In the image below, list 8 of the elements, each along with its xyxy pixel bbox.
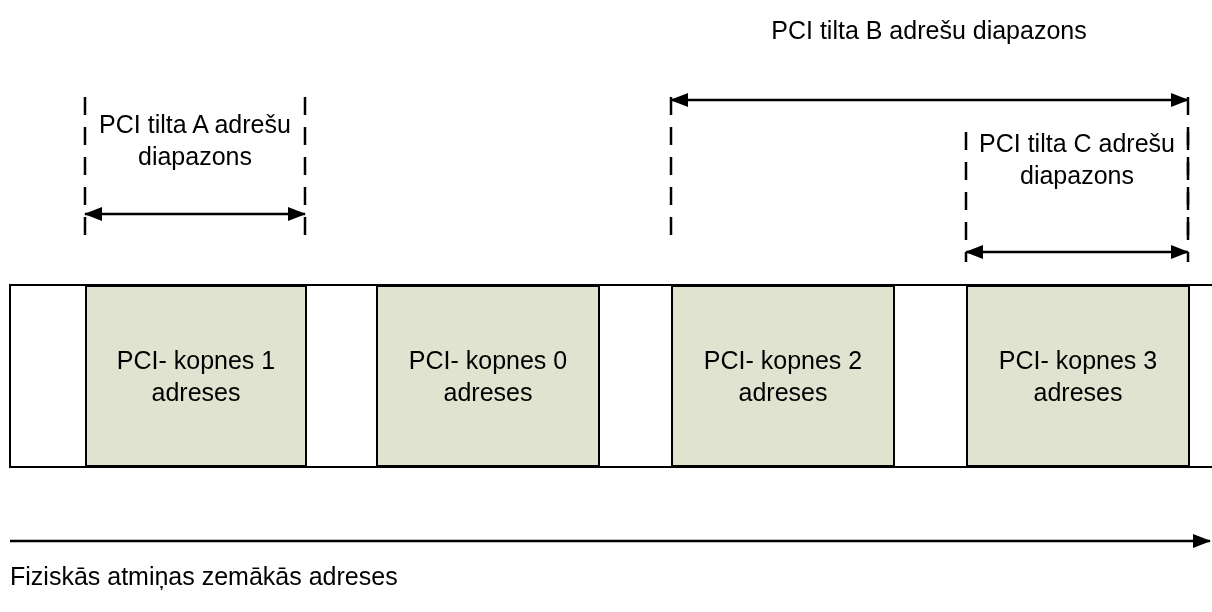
axis-label: Fiziskās atmiņas zemākās adreses (10, 561, 398, 592)
address-block: PCI- kopnes 0 adreses (376, 285, 600, 467)
range-label: PCI tilta A adrešu diapazons (98, 109, 292, 172)
address-block: PCI- kopnes 3 adreses (966, 285, 1190, 467)
address-block: PCI- kopnes 2 adreses (671, 285, 895, 467)
range-label: PCI tilta B adrešu diapazons (770, 15, 1088, 46)
range-label: PCI tilta C adrešu diapazons (978, 128, 1176, 191)
address-block: PCI- kopnes 1 adreses (85, 285, 307, 467)
